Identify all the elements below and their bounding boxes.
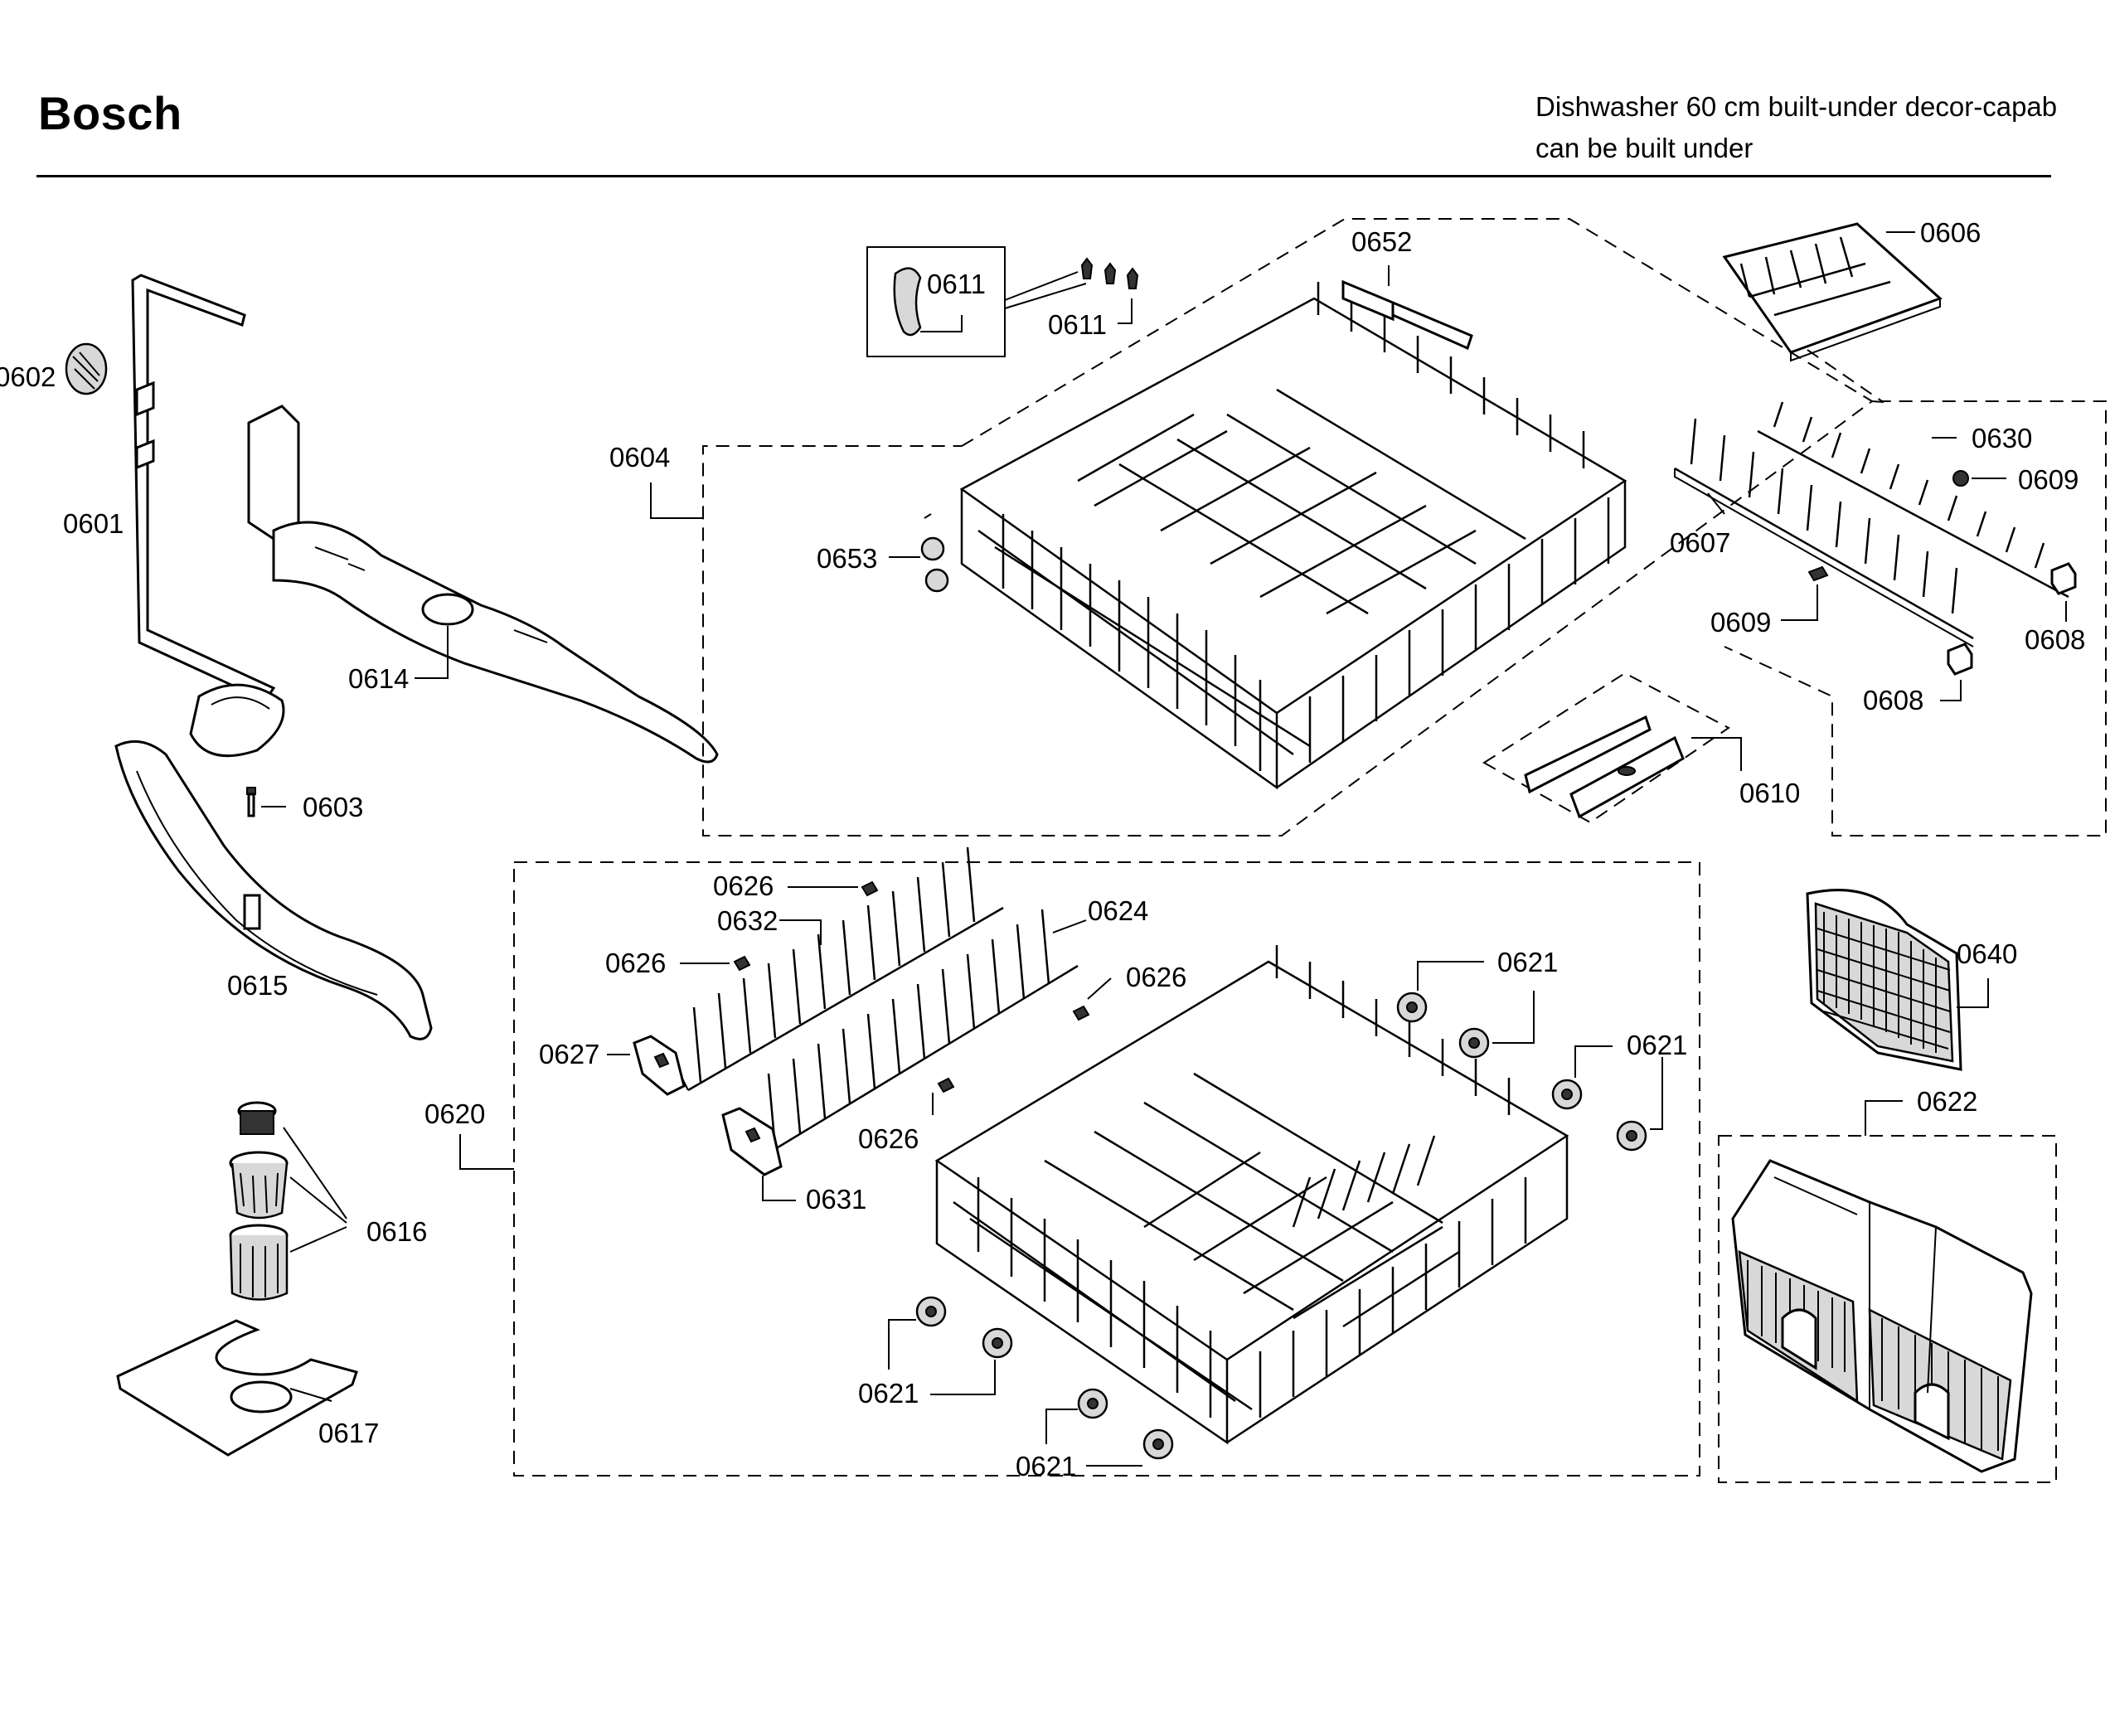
callout-0626-top: 0626 xyxy=(713,870,774,901)
part-0626-clip-bottom xyxy=(937,1077,955,1093)
callout-0626-bottom: 0626 xyxy=(858,1123,919,1154)
part-0608-stop-middle xyxy=(1947,643,1973,676)
part-0611-clip-detail xyxy=(893,267,922,337)
callout-0609-middle: 0609 xyxy=(1710,607,1771,638)
part-0626-clip-right xyxy=(1072,1005,1090,1021)
description-line-2: can be built under xyxy=(1535,133,1753,163)
part-0606-cup-shelf xyxy=(1722,222,1943,362)
callout-0611-detail: 0611 xyxy=(927,269,986,299)
brand-title: Bosch xyxy=(38,87,182,139)
callout-0640: 0640 xyxy=(1957,938,2017,969)
callout-0622: 0622 xyxy=(1917,1086,1977,1117)
callout-0607: 0607 xyxy=(1670,527,1730,558)
part-0627-bracket xyxy=(633,1035,686,1096)
part-0617-filter-plate xyxy=(116,1319,358,1457)
part-0624-tine-row xyxy=(762,909,1079,1158)
group-outline-0607 xyxy=(1724,349,2107,836)
part-0601-supply-pipe xyxy=(131,274,285,758)
part-0640-cutlery-basket xyxy=(1806,889,1962,1071)
part-0653-wheels xyxy=(920,513,949,593)
part-0621-wheels-right-b xyxy=(1551,1079,1647,1152)
callout-0632: 0632 xyxy=(717,905,778,936)
part-0603-screw xyxy=(246,787,256,817)
callout-0627: 0627 xyxy=(539,1039,599,1069)
part-0621-wheels-right-a xyxy=(1396,992,1490,1059)
callout-0610: 0610 xyxy=(1739,778,1800,808)
callout-0624: 0624 xyxy=(1088,895,1148,926)
description-line-1: Dishwasher 60 cm built-under decor-capab xyxy=(1535,91,2058,122)
callout-0626-right: 0626 xyxy=(1126,962,1186,992)
callout-0652: 0652 xyxy=(1351,226,1412,257)
callout-0608-middle: 0608 xyxy=(1863,685,1923,715)
part-0621-wheels-bottom xyxy=(1077,1388,1174,1460)
part-0614-spray-arm xyxy=(247,405,719,764)
callout-0609-right: 0609 xyxy=(2018,464,2078,495)
callout-0614: 0614 xyxy=(348,663,409,694)
part-0608-stop-right xyxy=(2050,562,2077,595)
part-0620-lower-basket xyxy=(934,945,1569,1445)
callout-0601: 0601 xyxy=(63,508,124,539)
part-0630-tine-row xyxy=(1757,401,2069,599)
callout-0621-left: 0621 xyxy=(858,1378,919,1409)
callout-0621-bottom: 0621 xyxy=(1016,1451,1076,1481)
callout-0631: 0631 xyxy=(806,1184,866,1215)
part-0615-lower-spray-arm xyxy=(114,739,433,1040)
part-0604-upper-basket xyxy=(959,279,1627,790)
part-0622-cutlery-basket xyxy=(1731,1159,2033,1473)
part-0626-clip-top xyxy=(861,880,879,897)
callout-0653: 0653 xyxy=(817,543,877,574)
callout-0616: 0616 xyxy=(366,1216,427,1247)
callout-0621-right-b: 0621 xyxy=(1627,1030,1687,1060)
part-0602-cap xyxy=(65,342,108,395)
callout-0604: 0604 xyxy=(609,442,670,473)
callout-0608-right: 0608 xyxy=(2025,624,2085,655)
callout-0606: 0606 xyxy=(1920,217,1981,248)
callout-0603: 0603 xyxy=(303,792,363,822)
part-0609-clip-right xyxy=(1952,470,1969,487)
callout-0615: 0615 xyxy=(227,970,288,1001)
group-outline-0604 xyxy=(702,218,1874,836)
model-description: Dishwasher 60 cm built-under decor-capab… xyxy=(1535,86,2057,169)
part-0631-bracket xyxy=(721,1107,783,1176)
part-0610-handle xyxy=(1524,715,1685,819)
part-0611-clips xyxy=(1080,257,1139,289)
callout-0630: 0630 xyxy=(1972,423,2032,453)
group-outline-0620 xyxy=(513,861,1700,1477)
callout-0621-right-a: 0621 xyxy=(1497,947,1558,977)
callout-0611: 0611 xyxy=(1048,309,1107,340)
part-0626-clip-left xyxy=(733,955,751,972)
group-outline-0610 xyxy=(1482,672,1730,824)
callout-0617: 0617 xyxy=(318,1418,379,1448)
header-divider xyxy=(36,175,2051,177)
detail-box-0611 xyxy=(866,246,1006,357)
callout-0626-left: 0626 xyxy=(605,948,666,978)
part-0609-clip-middle xyxy=(1807,565,1829,582)
callout-0602: 0602 xyxy=(0,361,56,392)
callout-0620: 0620 xyxy=(424,1098,485,1129)
part-0621-wheels-left xyxy=(915,1296,1013,1359)
group-outline-0622 xyxy=(1718,1135,2057,1483)
part-0607-tine-row xyxy=(1674,418,1974,647)
part-0616-filters xyxy=(229,1101,289,1301)
